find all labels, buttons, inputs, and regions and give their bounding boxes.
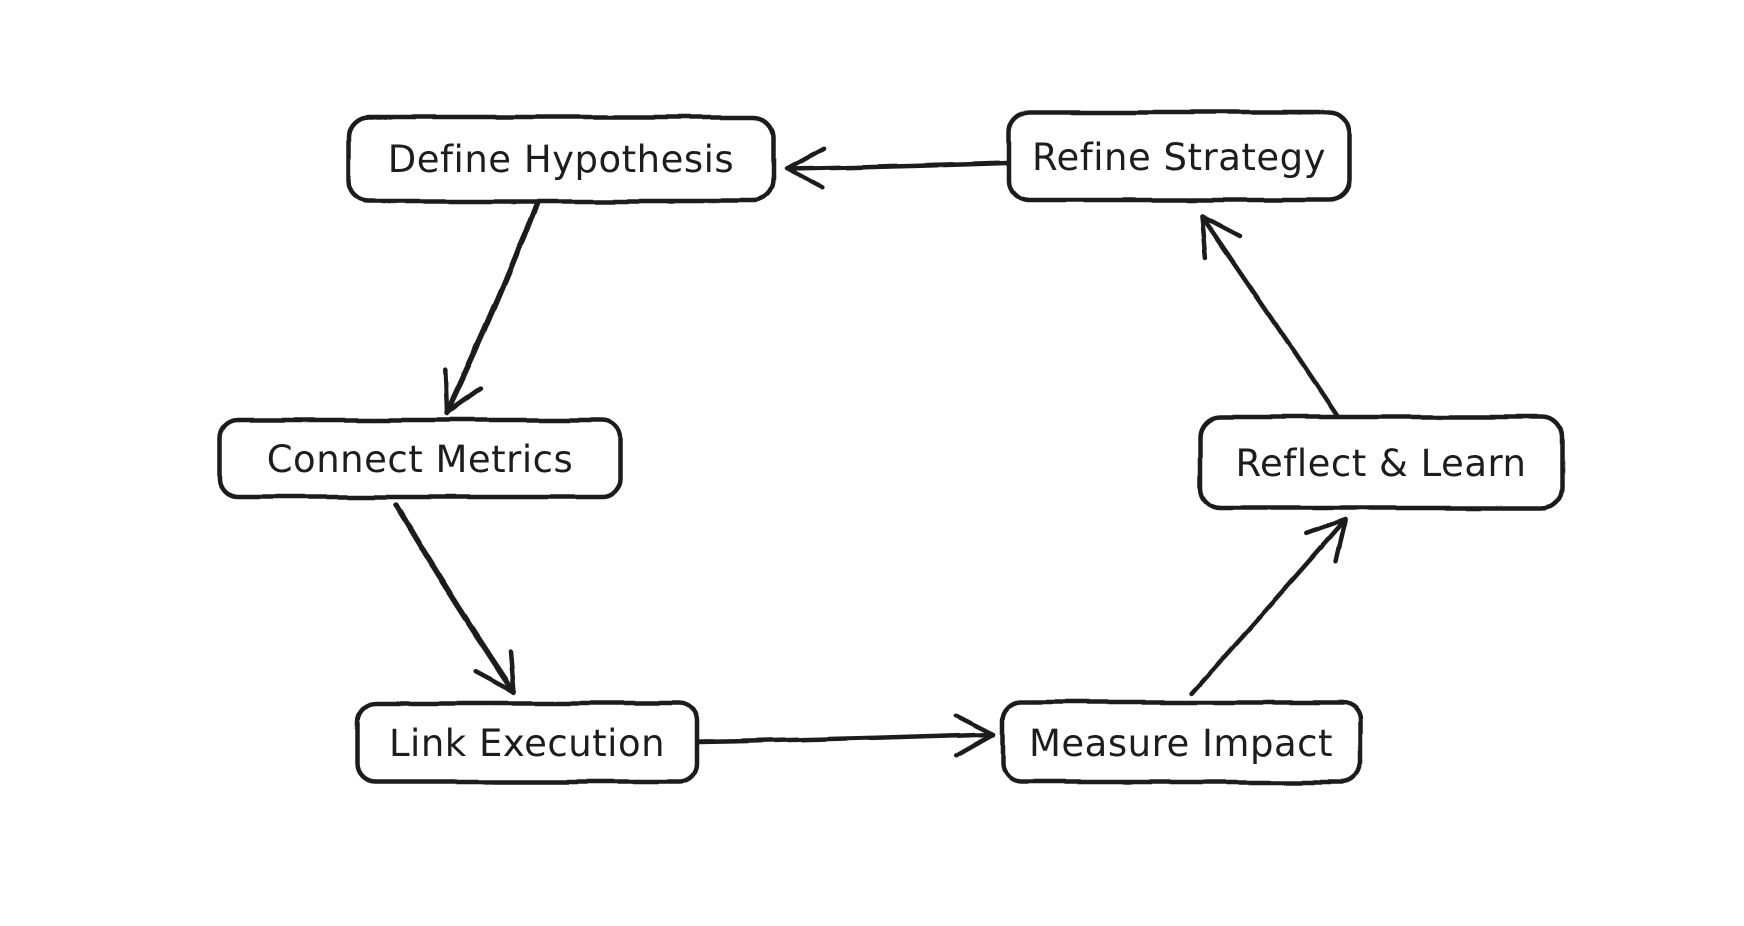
edge-measure-impact-to-reflect-learn[interactable]: [1189, 517, 1348, 696]
node-connect-metrics-label: Connect Metrics: [267, 438, 574, 481]
node-link-execution-label: Link Execution: [389, 722, 665, 765]
node-refine-strategy[interactable]: Refine Strategy: [1006, 109, 1352, 203]
node-define-hypothesis-label: Define Hypothesis: [388, 138, 734, 181]
node-measure-impact[interactable]: Measure Impact: [1000, 699, 1363, 785]
node-reflect-learn[interactable]: Reflect & Learn: [1197, 414, 1565, 511]
edge-define-hypothesis-to-connect-metrics[interactable]: [443, 200, 540, 416]
node-link-execution[interactable]: Link Execution: [355, 700, 700, 785]
node-measure-impact-label: Measure Impact: [1029, 722, 1333, 765]
node-refine-strategy-label: Refine Strategy: [1032, 136, 1326, 179]
node-connect-metrics[interactable]: Connect Metrics: [217, 417, 623, 500]
edge-refine-strategy-to-define-hypothesis[interactable]: [783, 146, 1010, 191]
edge-link-execution-to-measure-impact[interactable]: [696, 713, 997, 758]
node-reflect-learn-label: Reflect & Learn: [1235, 442, 1526, 485]
edge-reflect-learn-to-refine-strategy[interactable]: [1199, 213, 1341, 420]
node-define-hypothesis[interactable]: Define Hypothesis: [346, 114, 776, 204]
edge-connect-metrics-to-link-execution[interactable]: [393, 502, 517, 695]
